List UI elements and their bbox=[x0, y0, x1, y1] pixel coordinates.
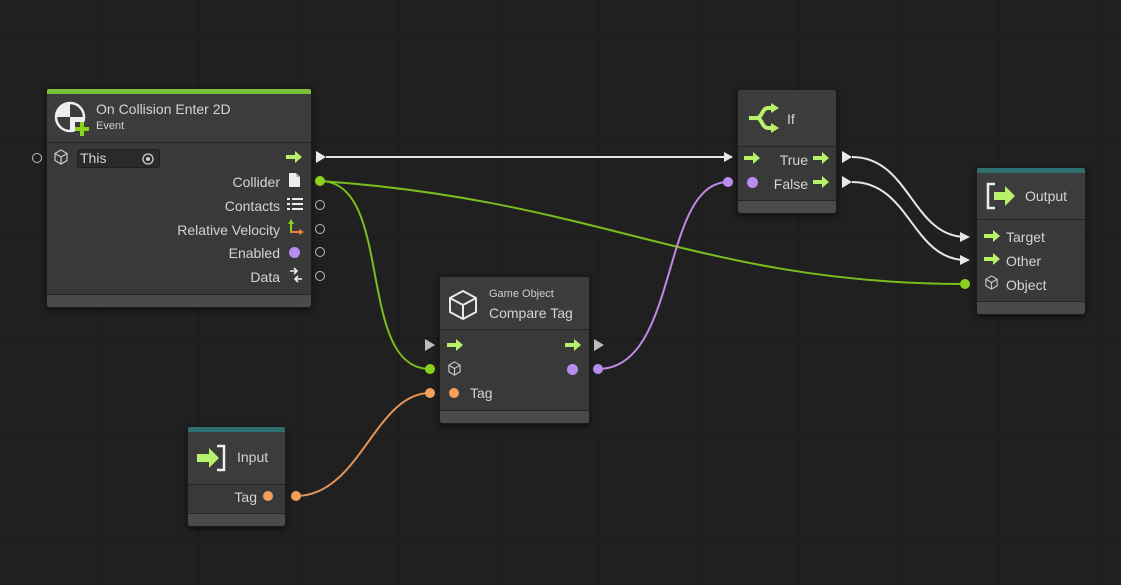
object-wire-collider-to-output bbox=[319, 180, 967, 285]
flow-wire-true-to-target bbox=[851, 156, 967, 238]
contacts-output-port[interactable] bbox=[315, 200, 325, 210]
boolean-type-icon bbox=[747, 177, 758, 188]
input-label-target: Target bbox=[1006, 229, 1045, 245]
output-label-enabled: Enabled bbox=[228, 245, 280, 261]
tag-input-port[interactable] bbox=[425, 388, 435, 398]
flow-output-port[interactable] bbox=[594, 339, 604, 351]
node-accent-strip bbox=[188, 427, 285, 432]
input-icon bbox=[197, 444, 226, 472]
relative-velocity-output-port[interactable] bbox=[315, 224, 325, 234]
target-object-value: This bbox=[80, 150, 107, 166]
flow-out-arrow-icon bbox=[565, 339, 581, 351]
flow-in-arrow-icon bbox=[447, 339, 463, 351]
node-footer bbox=[188, 513, 285, 526]
node-accent-strip bbox=[47, 89, 311, 94]
node-header[interactable]: On Collision Enter 2D Event bbox=[47, 94, 311, 143]
input-label-tag: Tag bbox=[470, 385, 493, 401]
branch-icon bbox=[749, 103, 779, 133]
true-output-port[interactable] bbox=[842, 151, 852, 163]
input-label-object: Object bbox=[1006, 277, 1047, 293]
node-footer bbox=[977, 301, 1085, 314]
output-label-true: True bbox=[779, 152, 808, 168]
node-title: Output bbox=[1025, 188, 1068, 204]
node-footer bbox=[440, 410, 589, 423]
file-icon bbox=[289, 173, 300, 187]
output-icon bbox=[986, 182, 1015, 210]
node-footer bbox=[47, 294, 311, 307]
node-accent-strip bbox=[977, 168, 1085, 173]
data-output-port[interactable] bbox=[315, 271, 325, 281]
flow-in-arrow-icon bbox=[984, 253, 1000, 265]
condition-input-port[interactable] bbox=[723, 177, 733, 187]
flow-wire-false-to-other bbox=[851, 181, 967, 261]
node-header[interactable]: Output bbox=[977, 173, 1085, 220]
output-label-false: False bbox=[773, 176, 808, 192]
vector-icon bbox=[288, 219, 304, 235]
output-label-tag: Tag bbox=[234, 489, 257, 505]
object-wire-collider-to-compare bbox=[319, 180, 431, 370]
cube-icon bbox=[448, 361, 461, 376]
boolean-type-icon bbox=[289, 247, 300, 258]
node-header[interactable]: Game Object Compare Tag bbox=[440, 277, 589, 330]
cube-icon bbox=[985, 275, 998, 290]
collider-output-port[interactable] bbox=[315, 176, 325, 186]
node-category: Game Object bbox=[489, 288, 554, 300]
node-header[interactable]: If bbox=[738, 90, 836, 147]
if-node[interactable]: If True False bbox=[737, 89, 837, 214]
node-title: Input bbox=[237, 449, 269, 465]
node-header[interactable]: Input bbox=[188, 432, 285, 485]
output-label-collider: Collider bbox=[232, 174, 280, 190]
string-type-icon bbox=[263, 491, 273, 501]
string-type-icon bbox=[449, 388, 459, 398]
node-title: Compare Tag bbox=[489, 305, 573, 321]
flow-out-arrow-icon bbox=[286, 151, 302, 163]
tag-output-port[interactable] bbox=[291, 491, 301, 501]
object-picker-icon[interactable] bbox=[142, 153, 154, 165]
output-label-relative-velocity: Relative Velocity bbox=[177, 222, 280, 238]
compare-tag-node[interactable]: Game Object Compare Tag Tag bbox=[439, 276, 590, 424]
result-output-port[interactable] bbox=[593, 364, 603, 374]
node-title: On Collision Enter 2D bbox=[96, 101, 231, 117]
output-label-contacts: Contacts bbox=[224, 198, 280, 214]
flow-in-arrow-icon bbox=[984, 230, 1000, 242]
output-label-data: Data bbox=[250, 269, 280, 285]
list-icon bbox=[287, 198, 303, 210]
false-output-port[interactable] bbox=[842, 176, 852, 188]
flow-in-arrow-icon bbox=[744, 152, 760, 164]
collision-event-icon bbox=[54, 101, 89, 136]
target-input-port[interactable] bbox=[32, 153, 42, 163]
boolean-type-icon bbox=[567, 364, 578, 375]
data-icon bbox=[290, 267, 302, 283]
node-subtitle: Event bbox=[96, 120, 125, 132]
bool-wire-compare-to-if bbox=[597, 181, 729, 370]
graph-output-node[interactable]: Output Target Other Object bbox=[976, 167, 1086, 315]
enabled-output-port[interactable] bbox=[315, 247, 325, 257]
node-footer bbox=[738, 200, 836, 213]
flow-input-port[interactable] bbox=[425, 339, 435, 351]
object-input-port[interactable] bbox=[425, 364, 435, 374]
collision-event-node[interactable]: On Collision Enter 2D Event This Collide… bbox=[46, 88, 312, 308]
input-label-other: Other bbox=[1006, 253, 1042, 269]
node-title: If bbox=[787, 111, 795, 127]
object-input-port[interactable] bbox=[960, 279, 970, 289]
flow-out-arrow-icon bbox=[813, 152, 829, 164]
graph-input-node[interactable]: Input Tag bbox=[187, 426, 286, 527]
flow-out-arrow-icon bbox=[813, 176, 829, 188]
flow-output-port[interactable] bbox=[316, 151, 326, 163]
cube-icon bbox=[54, 149, 68, 165]
target-object-field[interactable]: This bbox=[77, 149, 160, 168]
string-wire-input-to-compare bbox=[295, 392, 431, 497]
cube-icon bbox=[449, 289, 477, 321]
